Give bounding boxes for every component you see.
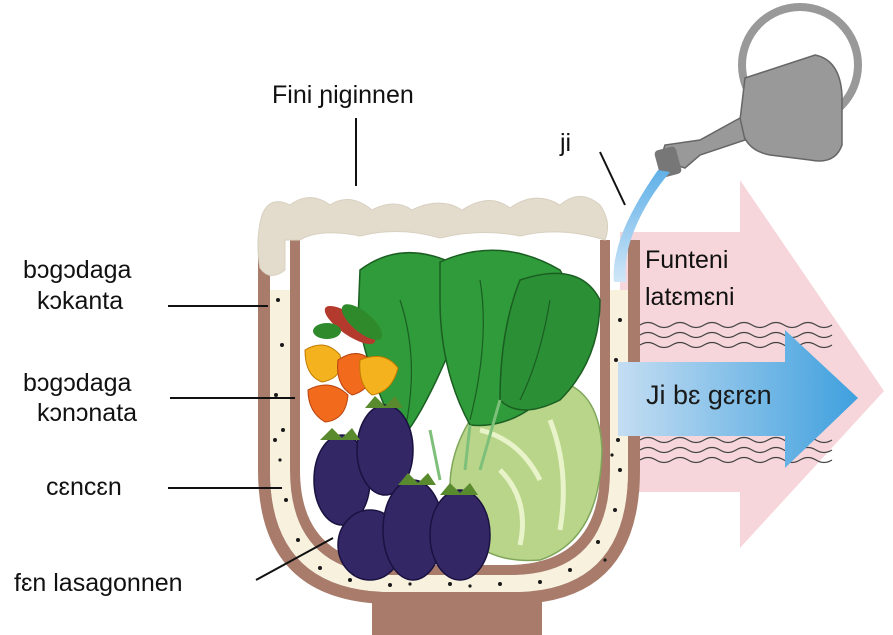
arrow-label: Ji bɛ gɛrɛn bbox=[646, 380, 772, 411]
outer-pot-label-line1: bɔgɔdaga bbox=[23, 255, 131, 285]
water-label: ji bbox=[560, 128, 571, 158]
vegetables-group bbox=[305, 250, 602, 580]
evaporation-label-line1: Funteni bbox=[645, 245, 728, 275]
inner-pot-label-line1: bɔgɔdaga bbox=[23, 368, 131, 398]
cloth-cover-label: Fini ɲiginnen bbox=[272, 80, 414, 110]
sand-label: cɛncɛn bbox=[46, 472, 122, 502]
outer-pot-label-line2: kɔkanta bbox=[37, 286, 123, 316]
vegetables-label: fɛn lasagonnen bbox=[14, 568, 183, 598]
inner-pot-label-line2: kɔnɔnata bbox=[37, 398, 137, 428]
evaporation-label-line2: latɛmɛni bbox=[645, 282, 735, 312]
watering-can-icon bbox=[654, 7, 858, 178]
